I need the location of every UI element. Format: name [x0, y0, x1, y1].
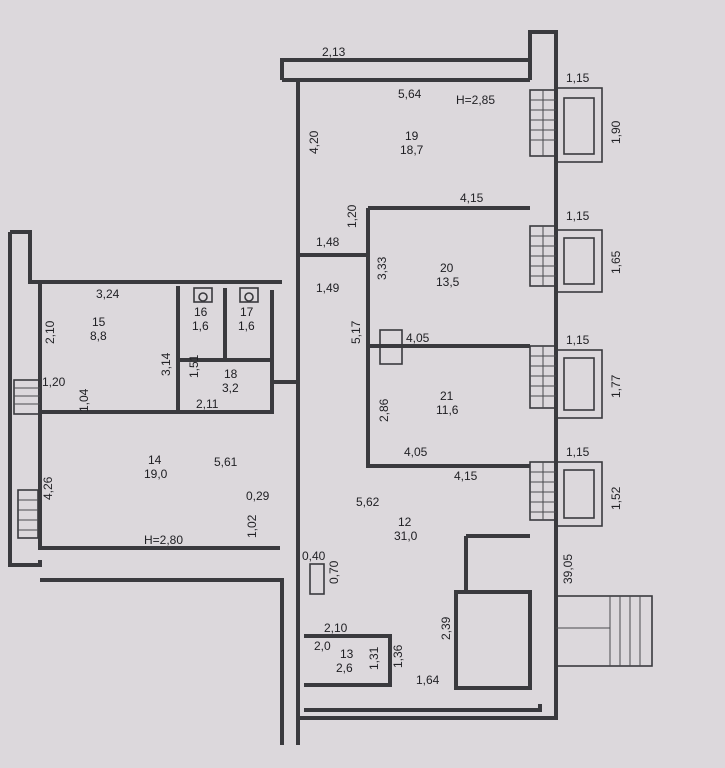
room-17: 17 1,6	[238, 305, 255, 333]
dim-r14-step: 1,20	[42, 375, 66, 389]
dim-r20-top: 4,15	[460, 191, 484, 205]
dim-r14-door-b: 1,02	[245, 514, 259, 538]
dim-r20-bottom: 4,05	[406, 331, 430, 345]
room-number: 21	[440, 389, 454, 403]
dim-r14-width: 5,61	[214, 455, 238, 469]
dim-win4-h: 1,52	[609, 486, 623, 510]
room-number: 14	[148, 453, 162, 467]
room-number: 18	[224, 367, 238, 381]
room-14: 14 19,0	[144, 453, 168, 481]
room-number: 13	[340, 647, 354, 661]
room-area: 2,6	[336, 661, 353, 675]
dim-win2-w: 1,15	[566, 209, 590, 223]
room-area: 31,0	[394, 529, 418, 543]
room-number: 19	[405, 129, 419, 143]
room-area: 8,8	[90, 329, 107, 343]
room-area: 1,6	[192, 319, 209, 333]
stairs	[13, 89, 653, 667]
dim-top-width: 2,13	[322, 45, 346, 59]
dim-corr-top: 1,48	[316, 235, 340, 249]
dim-r13-bottom: 1,64	[416, 673, 440, 687]
room-number: 16	[194, 305, 208, 319]
dim-r15-side: 2,10	[43, 320, 57, 344]
dim-corr-len: 5,17	[349, 320, 363, 344]
room-20: 20 13,5	[436, 261, 460, 289]
dim-r20-side-b: 3,33	[375, 256, 389, 280]
dim-r13-side: 2,0	[314, 639, 331, 653]
dim-win1-h: 1,90	[609, 120, 623, 144]
dim-r15-inner: 3,14	[159, 352, 173, 376]
dim-r21-bottom: 4,05	[404, 445, 428, 459]
room-area: 1,6	[238, 319, 255, 333]
room-area: 11,6	[436, 403, 459, 417]
dim-r18-bottom: 2,11	[196, 397, 219, 411]
dim-r19-side: 4,20	[307, 130, 321, 154]
dim-win2-h: 1,65	[609, 250, 623, 274]
room-19: 19 18,7	[400, 129, 424, 157]
dim-r14-height: H=2,80	[144, 533, 183, 547]
dim-win4-w: 1,15	[566, 445, 590, 459]
room-labels: 19 18,7 20 13,5 21 11,6 15 8,8 16 1,6 17…	[90, 129, 460, 675]
dim-r14-side-b: 4,26	[41, 476, 55, 500]
dim-porch-side: 2,39	[439, 616, 453, 640]
room-area: 3,2	[222, 381, 239, 395]
room-21: 21 11,6	[436, 389, 459, 417]
dim-r16-side: 1,51	[187, 354, 201, 378]
dim-r12-niche-b: 0,70	[327, 560, 341, 584]
room-16: 16 1,6	[192, 305, 209, 333]
dim-r14-door: 0,29	[246, 489, 270, 503]
room-area: 19,0	[144, 467, 168, 481]
room-area: 18,7	[400, 143, 424, 157]
room-15: 15 8,8	[90, 315, 107, 343]
dim-win3-h: 1,77	[609, 374, 623, 398]
room-number: 17	[240, 305, 254, 319]
room-area: 13,5	[436, 275, 460, 289]
room-18: 18 3,2	[222, 367, 239, 395]
dim-r12-width: 5,62	[356, 495, 380, 509]
dim-r13-side-b: 1,36	[391, 644, 405, 668]
fixtures	[193, 287, 403, 595]
dim-r14-side-a: 1,04	[77, 388, 91, 412]
dimension-labels: 2,13 5,64 H=2,85 4,20 4,15 1,20 1,48 3,3…	[41, 45, 623, 687]
room-number: 15	[92, 315, 106, 329]
room-number: 20	[440, 261, 454, 275]
dim-r21-side: 2,86	[377, 398, 391, 422]
room-12: 12 31,0	[394, 515, 418, 543]
room-number: 12	[398, 515, 412, 529]
dim-r13-top: 2,10	[324, 621, 348, 635]
room-13: 13 2,6	[336, 647, 354, 675]
dim-r19-width: 5,64	[398, 87, 422, 101]
dim-r12-niche-a: 0,40	[302, 549, 326, 563]
dim-r19-height: H=2,85	[456, 93, 495, 107]
dim-r15-top: 3,24	[96, 287, 120, 301]
walls	[8, 30, 558, 745]
window-bays	[555, 87, 603, 527]
dim-r13-inner: 1,31	[367, 646, 381, 670]
dim-corr-side: 1,49	[316, 281, 340, 295]
dim-win3-w: 1,15	[566, 333, 590, 347]
dim-r21-outer: 4,15	[454, 469, 478, 483]
dim-win1-w: 1,15	[566, 71, 590, 85]
dim-r20-side-a: 1,20	[345, 204, 359, 228]
dim-total-length: 39,05	[561, 554, 575, 584]
